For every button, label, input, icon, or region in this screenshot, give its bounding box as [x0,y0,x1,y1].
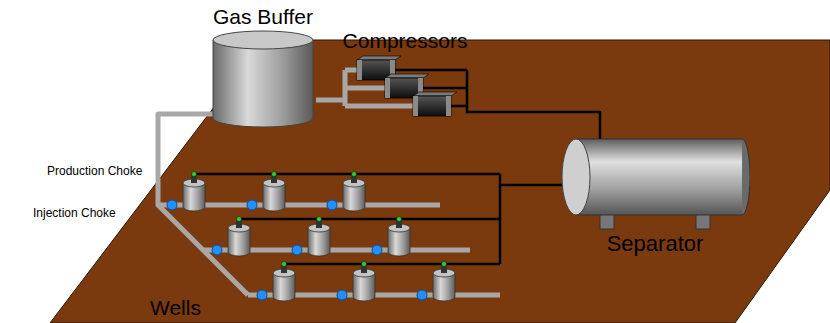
shape-group [213,31,313,127]
injection-choke [292,245,302,255]
injection-choke [257,290,267,300]
well [228,217,250,257]
well [343,172,365,212]
separator-vessel: Separator [560,135,750,257]
injection-chokes [167,200,427,300]
tank-body [213,40,313,127]
well [308,217,330,257]
well [273,262,295,302]
injection-choke [417,290,427,300]
well [433,262,455,302]
well [183,172,205,212]
choke-label: Production Choke [47,164,142,178]
choke-label: Injection Choke [33,206,116,220]
compressor-group: Compressors [335,28,475,124]
production-collector [500,184,572,187]
node-label: Compressors [343,28,468,54]
well [353,262,375,302]
production-line [194,173,500,176]
injection-choke [212,245,222,255]
production-collector [499,174,502,264]
well [263,172,285,212]
wells-label: Wells [150,296,201,320]
ground-plane [50,40,830,323]
gas-buffer-tank: Gas Buffer [210,4,316,128]
compressor-top [413,92,457,96]
separator-edge [576,215,742,216]
separator-cap [562,139,590,215]
well [388,217,410,257]
injection-choke [167,200,177,210]
production-line [239,218,500,221]
production-lines [194,174,572,264]
compressor-top [385,74,429,78]
node-shape [210,30,316,128]
compressor-top [357,56,401,60]
production-line [284,263,500,266]
injection-choke [327,200,337,210]
injection-choke [372,245,382,255]
node-label: Gas Buffer [213,4,313,30]
tank-top [213,31,313,49]
wells [183,172,455,302]
gas-pipe-grey [316,98,335,103]
separator-edge [576,139,742,140]
shape-group [335,56,475,116]
compressor-end [385,78,390,98]
injection-gas-pipes [158,114,500,295]
compressor-end [357,60,362,80]
node-label: Separator [607,231,704,257]
separator-body [576,139,742,215]
injection-choke [247,200,257,210]
gas-pipe-black [475,112,600,135]
compressor-end [446,96,451,116]
shape-group [562,135,750,229]
compressor-body [413,96,451,116]
compressor-end [413,96,418,116]
injection-choke [337,290,347,300]
node-shape [335,54,475,124]
node-shape [560,135,750,231]
